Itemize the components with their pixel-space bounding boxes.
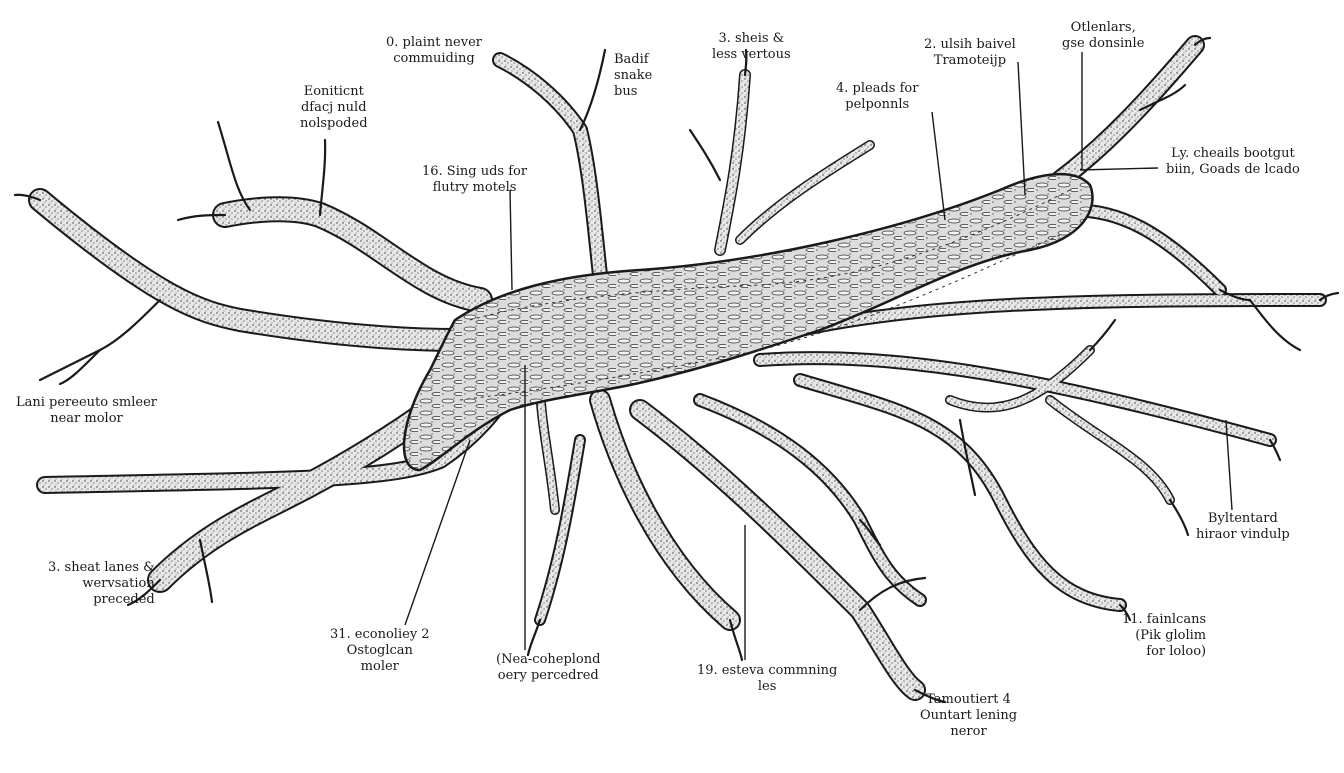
label-top-mid-3: 3. sheis & less vertous bbox=[712, 31, 791, 63]
label-line: Tamoutiert 4 bbox=[926, 692, 1011, 707]
label-line: 16. Sing uds for bbox=[422, 164, 528, 179]
label-line: preceded bbox=[93, 592, 155, 607]
leader-lines bbox=[404, 52, 1233, 660]
label-line: moler bbox=[360, 659, 399, 674]
label-bottom-tam: Tamoutiert 4 Ountart lening neror bbox=[920, 692, 1017, 740]
label-line: gse donsinle bbox=[1062, 36, 1145, 51]
label-line: Ostoglcan bbox=[346, 643, 413, 658]
dendrites bbox=[13, 35, 1340, 704]
label-line: snake bbox=[614, 68, 653, 83]
label-right-11: 11. fainlcans (Pik glolim for loloo) bbox=[1122, 612, 1206, 660]
label-top-right-1: 2. ulsih baivel Tramoteijp bbox=[924, 37, 1016, 69]
label-line: commuiding bbox=[393, 51, 475, 66]
label-line: 31. econoliey 2 bbox=[330, 627, 430, 642]
label-line: wervsation bbox=[82, 576, 155, 591]
label-left-lani: Lani pereeuto smleer near molor bbox=[16, 395, 157, 427]
label-right-byl: Byltentard hiraor vindulp bbox=[1196, 511, 1290, 543]
label-line: nolspoded bbox=[300, 116, 368, 131]
label-line: (Nea-coheplond bbox=[496, 652, 601, 667]
label-mid-16: 16. Sing uds for flutry motels bbox=[422, 164, 527, 196]
label-line: less vertous bbox=[712, 47, 791, 62]
label-top-mid-1: 0. plaint never commuiding bbox=[386, 35, 482, 67]
label-line: for loloo) bbox=[1146, 644, 1207, 659]
label-line: oery percedred bbox=[497, 668, 599, 683]
label-bottom-nea: (Nea-coheplond oery percedred bbox=[496, 652, 600, 684]
label-line: Tramoteijp bbox=[933, 53, 1007, 68]
label-line: flutry motels bbox=[432, 180, 517, 195]
label-top-left-1: Eoniticnt dfacj nuld nolspoded bbox=[300, 84, 368, 132]
label-top-right-2: Otlenlars, gse donsinle bbox=[1062, 20, 1144, 52]
label-line: Badif bbox=[614, 52, 649, 67]
label-line: 4. pleads for bbox=[836, 81, 919, 96]
label-line: 3. sheis & bbox=[718, 31, 785, 46]
label-line: 2. ulsih baivel bbox=[924, 37, 1016, 52]
label-line: (Pik glolim bbox=[1135, 628, 1207, 643]
label-top-mid-2: Badif snake bus bbox=[614, 52, 652, 100]
label-line: near molor bbox=[50, 411, 123, 426]
label-bottom-19: 19. esteva commning les bbox=[697, 663, 837, 695]
label-right-ly: Ly. cheails bootgut biin, Goads de lcado bbox=[1166, 146, 1300, 178]
label-mid-4: 4. pleads for pelponnls bbox=[836, 81, 918, 113]
label-line: hiraor vindulp bbox=[1196, 527, 1290, 542]
label-line: bus bbox=[614, 84, 638, 99]
label-line: Byltentard bbox=[1207, 511, 1278, 526]
label-line: Ountart lening bbox=[920, 708, 1018, 723]
label-line: dfacj nuld bbox=[300, 100, 367, 115]
label-line: Lani pereeuto smleer bbox=[16, 395, 157, 410]
label-line: neror bbox=[950, 724, 987, 739]
label-line: pelponnls bbox=[845, 97, 910, 112]
label-line: Otlenlars, bbox=[1070, 20, 1136, 35]
axon-trunk bbox=[402, 172, 1094, 472]
label-line: 19. esteva commning bbox=[697, 663, 838, 678]
label-bl-3: 3. sheat lanes & wervsation preceded bbox=[48, 560, 155, 608]
label-bottom-31: 31. econoliey 2 Ostoglcan moler bbox=[330, 627, 430, 675]
label-line: 11. fainlcans bbox=[1122, 612, 1207, 627]
label-line: Ly. cheails bootgut bbox=[1171, 146, 1295, 161]
label-line: les bbox=[757, 679, 777, 694]
label-line: Eoniticnt bbox=[303, 84, 364, 99]
label-line: biin, Goads de lcado bbox=[1166, 162, 1300, 177]
label-line: 0. plaint never bbox=[386, 35, 482, 50]
label-line: 3. sheat lanes & bbox=[48, 560, 155, 575]
